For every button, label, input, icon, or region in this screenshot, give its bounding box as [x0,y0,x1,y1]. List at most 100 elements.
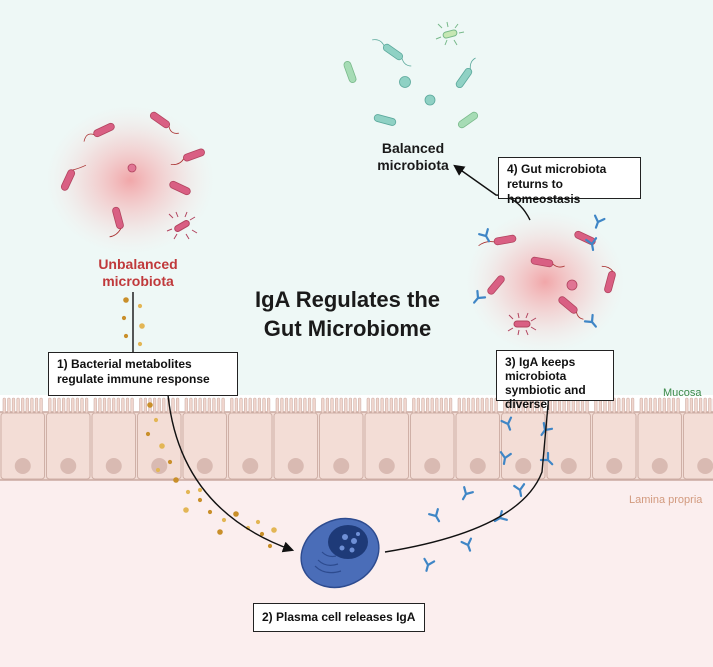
cell-nucleus [515,458,532,474]
microvillus [39,397,43,414]
page-title: IgA Regulates the Gut Microbiome [255,287,440,341]
microvillus [489,397,494,414]
balanced-label: Balanced microbiota [377,140,449,173]
microvillus [253,397,257,414]
microvillus [425,397,430,414]
microvillus [685,397,689,414]
microvillus [239,397,243,414]
cell-nucleus [469,458,486,474]
microvillus [171,397,175,414]
microvillus [275,397,279,414]
microvillus [216,397,221,414]
epithelial-layer [0,397,713,481]
arrow-to-plasma-cell [167,394,295,553]
microvillus [471,397,475,414]
microvillus [344,397,348,414]
microvillus [380,397,384,414]
microvillus [98,397,102,414]
cell-nucleus [651,458,668,474]
intermediate-bacteria [478,229,617,336]
microvillus [708,397,712,414]
plasma-cell [300,517,380,589]
microvillus [330,397,334,414]
microvillus [125,397,130,414]
microvillus [694,397,698,414]
microvillus [11,397,16,414]
metabolite-dot [147,402,153,408]
metabolite-dot [183,507,189,513]
microvillus [176,397,180,414]
microvillus [385,397,389,414]
microvillus [207,397,211,414]
microvillus [143,397,148,414]
metabolite-dot [155,467,161,473]
microvillus [212,397,216,414]
microvillus [289,397,293,414]
microvillus [25,397,29,414]
microvillus [52,397,56,414]
microvillus [339,397,343,414]
microvillus [116,397,120,414]
microvillus [298,397,302,414]
microvillus [416,397,421,414]
metabolite-dots [121,297,277,549]
microvillus [662,397,666,414]
mucosa-label: Mucosa [663,387,702,399]
mid-glow [465,210,625,354]
microvillus [257,397,262,414]
microvillus [394,397,398,414]
microvillus [480,397,484,414]
metabolite-dot [197,497,203,503]
metabolite-dot [233,511,239,517]
lamina-propria-label: Lamina propria [629,494,703,506]
cell-nucleus [105,458,122,474]
microvillus [403,397,407,414]
metabolite-dot [271,527,277,533]
microvillus [121,397,125,414]
step-1-box: 1) Bacterial metabolites regulate immune… [48,352,238,396]
microvillus [703,397,707,414]
step-4-box: 4) Gut microbiota returns to homeostasis [498,157,641,206]
microvillus [658,397,662,414]
unbalanced-label: Unbalanced microbiota [98,256,178,289]
microvillus [189,397,193,414]
microvillus [102,397,107,414]
microvillus [203,397,207,414]
metabolite-dot [197,487,203,493]
metabolite-dot [139,323,145,329]
microvillus [630,397,635,414]
microvillus [248,397,252,414]
microvillus [612,397,616,414]
microvillus [198,397,202,414]
metabolite-dot [121,315,127,321]
balanced-bacteria [342,21,480,130]
microvillus [221,397,225,414]
microvillus [430,397,434,414]
metabolite-dot [185,489,191,495]
metabolite-dot [153,417,159,423]
microvillus [66,397,70,414]
microvillus [294,397,298,414]
metabolite-dot [123,297,129,303]
microvillus [284,397,289,414]
metabolite-dot [137,341,143,347]
microvillus [389,397,393,414]
metabolite-dot [207,509,213,515]
metabolite-dot [159,443,165,449]
microvillus [262,397,266,414]
microvillus [34,397,39,414]
cell-nucleus [424,458,441,474]
microvillus [107,397,111,414]
step-2-box: 2) Plasma cell releases IgA [253,603,425,632]
metabolite-dot [167,459,173,465]
microvillus [85,397,89,414]
microvillus [280,397,284,414]
microvillus [689,397,693,414]
microvillus [130,397,134,414]
microvillus [639,397,643,414]
microvillus [16,397,20,414]
microvillus [371,397,375,414]
microvillus [485,397,489,414]
microvillus [676,397,680,414]
microvillus [230,397,234,414]
